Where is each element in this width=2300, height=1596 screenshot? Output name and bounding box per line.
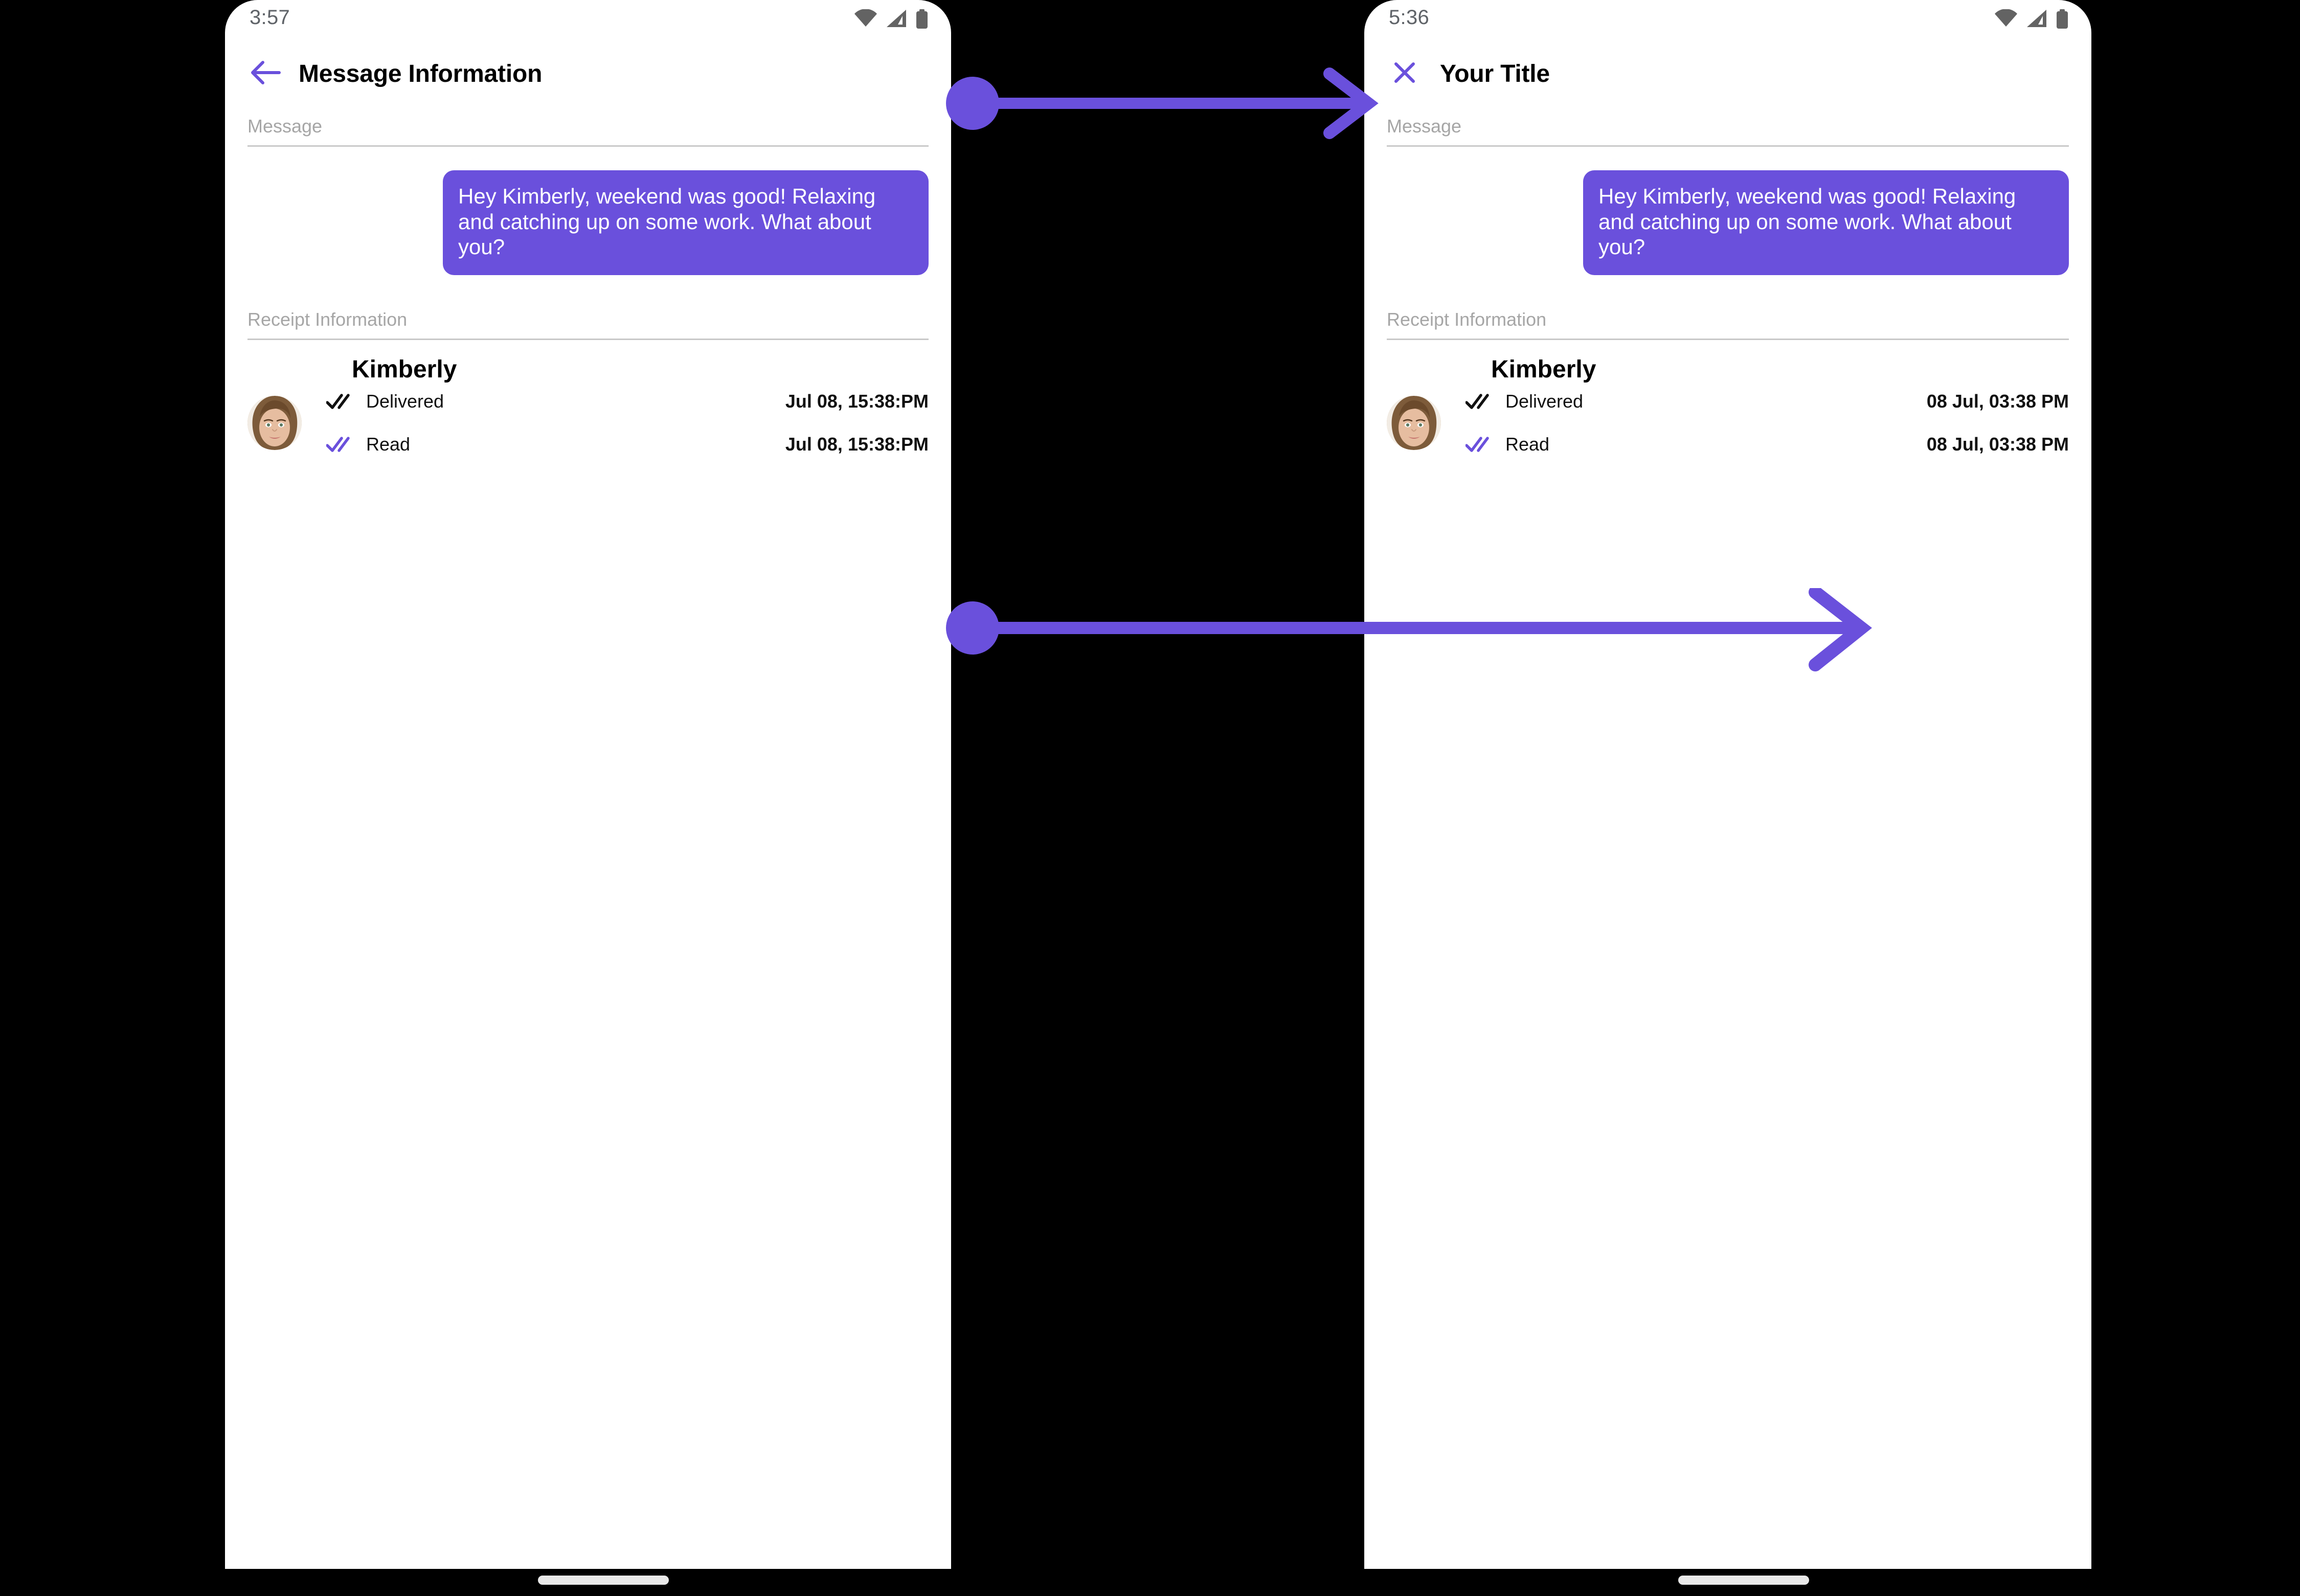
back-button[interactable] [245, 54, 285, 94]
message-section-left: Message [225, 104, 951, 147]
avatar [1387, 395, 1441, 450]
double-check-read-icon [1465, 436, 1494, 453]
section-divider [1387, 145, 2069, 147]
receipt-section-label: Receipt Information [247, 308, 408, 330]
close-button[interactable] [1385, 54, 1425, 94]
receipt-row: Delivered Jul 08, 15:38:PM [326, 387, 929, 416]
status-bar-icons [1994, 9, 2069, 31]
contact-name: Kimberly [352, 355, 457, 383]
receipt-rows: Delivered Jul 08, 15:38:PM Read Jul 08, … [326, 387, 929, 473]
message-section-right: Message [1364, 104, 2091, 147]
status-bar-left: 3:57 [225, 0, 951, 43]
battery-icon [2056, 9, 2069, 31]
receipt-block-left: Kimberly [225, 340, 951, 473]
status-bar-right: 5:36 [1364, 0, 2091, 43]
wifi-icon [1994, 9, 2018, 30]
message-bubble-row: Hey Kimberly, weekend was good! Relaxing… [225, 147, 951, 298]
receipt-block-right: Kimberly [1364, 340, 2091, 473]
app-bar-right: Your Title [1364, 43, 2091, 104]
receipt-status-label: Delivered [366, 390, 444, 412]
receipt-section-left: Receipt Information [225, 298, 951, 340]
annotation-arrow-title [941, 66, 1391, 143]
receipt-section-right: Receipt Information [1364, 298, 2091, 340]
close-x-icon [1392, 60, 1417, 88]
receipt-row: Read 08 Jul, 03:38 PM [1465, 430, 2069, 459]
receipt-timestamp: Jul 08, 15:38:PM [785, 433, 929, 455]
receipt-section-label: Receipt Information [1387, 308, 1547, 330]
receipt-timestamp: Jul 08, 15:38:PM [785, 390, 929, 412]
receipt-status-label: Delivered [1505, 390, 1584, 412]
wifi-icon [854, 9, 877, 30]
app-bar-left: Message Information [225, 43, 951, 104]
receipt-status-label: Read [366, 433, 411, 455]
receipt-timestamp: 08 Jul, 03:38 PM [1926, 390, 2069, 412]
receipt-timestamp: 08 Jul, 03:38 PM [1926, 433, 2069, 455]
home-indicator[interactable] [538, 1576, 669, 1585]
page-title: Message Information [299, 60, 543, 87]
status-bar-clock: 3:57 [250, 6, 290, 29]
back-arrow-icon [250, 59, 281, 89]
receipt-row: Delivered 08 Jul, 03:38 PM [1465, 387, 2069, 416]
section-divider [1387, 338, 2069, 340]
cellular-signal-icon [886, 9, 907, 30]
double-check-read-icon [326, 436, 355, 453]
message-bubble-row: Hey Kimberly, weekend was good! Relaxing… [1364, 147, 2091, 298]
phone-screen-left: 3:57 Message Information Message [225, 0, 951, 1569]
section-divider [247, 145, 929, 147]
message-bubble[interactable]: Hey Kimberly, weekend was good! Relaxing… [443, 170, 929, 275]
message-section-label: Message [1387, 116, 1462, 137]
receipt-rows: Delivered 08 Jul, 03:38 PM Read 08 Jul, … [1465, 387, 2069, 473]
double-check-delivered-icon [1465, 393, 1494, 410]
home-indicator[interactable] [1678, 1576, 1809, 1585]
message-section-label: Message [247, 116, 323, 137]
section-divider [247, 338, 929, 340]
message-bubble[interactable]: Hey Kimberly, weekend was good! Relaxing… [1583, 170, 2069, 275]
page-title: Your Title [1440, 60, 1550, 87]
status-bar-icons [854, 9, 929, 31]
cellular-signal-icon [2026, 9, 2047, 30]
avatar [247, 395, 302, 450]
battery-icon [915, 9, 929, 31]
receipt-row: Read Jul 08, 15:38:PM [326, 430, 929, 459]
phone-screen-right: 5:36 Your Title Message Hey Ki [1364, 0, 2091, 1569]
double-check-delivered-icon [326, 393, 355, 410]
status-bar-clock: 5:36 [1389, 6, 1430, 29]
contact-name: Kimberly [1491, 355, 1596, 383]
receipt-status-label: Read [1505, 433, 1550, 455]
